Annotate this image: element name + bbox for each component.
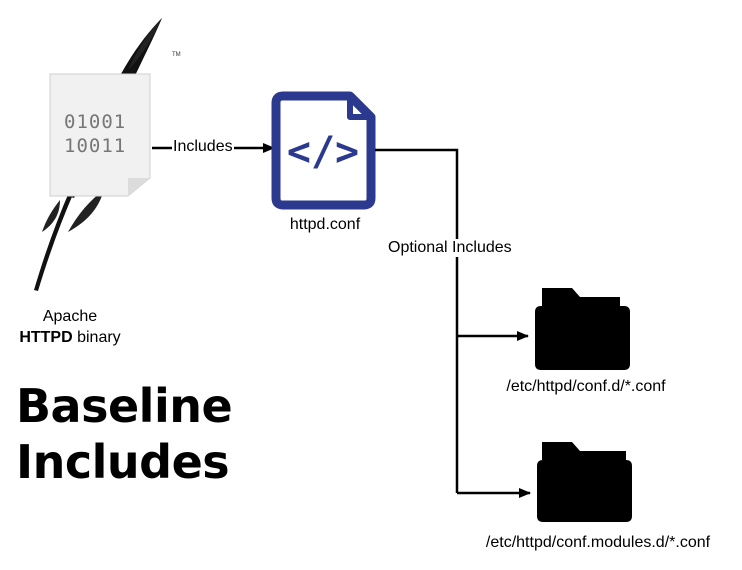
binary-text: binary [72, 329, 121, 346]
folder-icon-conf-d [535, 288, 630, 370]
httpd-conf-label: httpd.conf [289, 216, 361, 233]
folder-icon-conf-modules-d [537, 442, 632, 522]
title-line2: Includes [16, 435, 230, 489]
conf-d-label: /etc/httpd/conf.d/*.conf [506, 378, 666, 395]
title-line1: Baseline [16, 379, 233, 433]
optional-includes-label: Optional Includes [387, 239, 513, 257]
binary-document-icon: 01001 10011 [49, 73, 151, 197]
binary-text-1: 01001 [64, 111, 126, 133]
baseline-includes-title: Baseline Includes [16, 378, 233, 490]
httpd-bold-text: HTTPD [19, 329, 73, 346]
includes-edge-label: Includes [172, 138, 234, 156]
binary-text-2: 10011 [64, 135, 126, 157]
optional-includes-connector [375, 148, 531, 498]
code-brackets-icon: </> [287, 129, 359, 175]
apache-label-line2: HTTPD binary [0, 327, 140, 348]
config-file-icon: </> [271, 91, 376, 210]
conf-modules-d-label: /etc/httpd/conf.modules.d/*.conf [485, 534, 711, 551]
apache-label-line1: Apache [42, 308, 98, 325]
apache-binary-label: Apache HTTPD binary [0, 306, 140, 348]
trademark-mark: TM [172, 52, 181, 58]
